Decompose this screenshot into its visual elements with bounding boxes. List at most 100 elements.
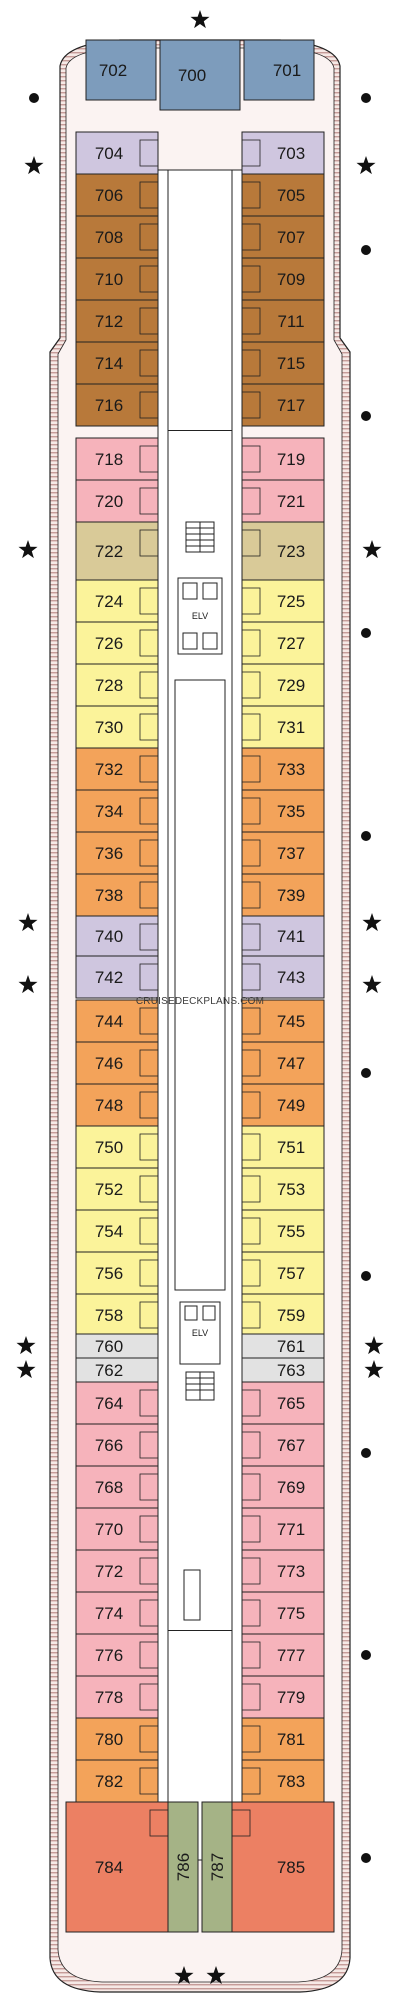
cabin-bathroom xyxy=(139,391,159,419)
cabin-776[interactable] xyxy=(75,1633,159,1677)
cabin-784[interactable] xyxy=(65,1801,169,1933)
cabin-726[interactable] xyxy=(75,621,159,665)
cabin-782[interactable] xyxy=(75,1759,159,1803)
corridor-divider xyxy=(168,1630,232,1631)
cabin-768[interactable] xyxy=(75,1465,159,1509)
cabin-774[interactable] xyxy=(75,1591,159,1635)
cabin-bathroom xyxy=(139,963,159,991)
cabin-787[interactable] xyxy=(201,1801,233,1933)
cabin-732[interactable] xyxy=(75,747,159,791)
cabin-747[interactable] xyxy=(241,1041,325,1085)
cabin-777[interactable] xyxy=(241,1633,325,1677)
cabin-702[interactable] xyxy=(85,39,157,101)
cabin-bathroom xyxy=(139,1683,159,1711)
cabin-bathroom xyxy=(139,587,159,615)
cabin-bathroom xyxy=(139,529,159,557)
cabin-754[interactable] xyxy=(75,1209,159,1253)
cabin-750[interactable] xyxy=(75,1125,159,1169)
elevator-label: ELV xyxy=(192,1328,208,1338)
cabin-745[interactable] xyxy=(241,999,325,1043)
cabin-764[interactable] xyxy=(75,1381,159,1425)
cabin-706[interactable] xyxy=(75,173,159,217)
cabin-number: 755 xyxy=(277,1222,305,1241)
corridor-room xyxy=(174,679,226,1291)
cabin-bathroom xyxy=(139,1389,159,1417)
cabin-number: 706 xyxy=(95,186,123,205)
cabin-710[interactable] xyxy=(75,257,159,301)
cabin-bathroom xyxy=(241,1431,261,1459)
cabin-779[interactable] xyxy=(241,1675,325,1719)
cabin-743[interactable] xyxy=(241,955,325,999)
cabin-736[interactable] xyxy=(75,831,159,875)
cabin-717[interactable] xyxy=(241,383,325,427)
cabin-785[interactable] xyxy=(231,1801,335,1933)
cabin-bathroom xyxy=(139,445,159,473)
cabin-701[interactable] xyxy=(243,39,315,101)
cabin-738[interactable] xyxy=(75,873,159,917)
cabin-bathroom xyxy=(241,1599,261,1627)
cabin-712[interactable] xyxy=(75,299,159,343)
cabin-number: 774 xyxy=(95,1604,123,1623)
cabin-783[interactable] xyxy=(241,1759,325,1803)
cabin-730[interactable] xyxy=(75,705,159,749)
cabin-737[interactable] xyxy=(241,831,325,875)
cabin-number: 761 xyxy=(277,1337,305,1356)
cabin-753[interactable] xyxy=(241,1167,325,1211)
cabin-773[interactable] xyxy=(241,1549,325,1593)
cabin-711[interactable] xyxy=(241,299,325,343)
cabin-bathroom xyxy=(241,1515,261,1543)
cabin-bathroom xyxy=(139,1301,159,1329)
dot-icon xyxy=(29,93,39,103)
cabin-746[interactable] xyxy=(75,1041,159,1085)
cabin-734[interactable] xyxy=(75,789,159,833)
cabin-bathroom xyxy=(241,1641,261,1669)
cabin-761[interactable] xyxy=(241,1333,325,1359)
cabin-766[interactable] xyxy=(75,1423,159,1467)
cabin-770[interactable] xyxy=(75,1507,159,1551)
cabin-705[interactable] xyxy=(241,173,325,217)
cabin-769[interactable] xyxy=(241,1465,325,1509)
cabin-767[interactable] xyxy=(241,1423,325,1467)
cabin-731[interactable] xyxy=(241,705,325,749)
cabin-709[interactable] xyxy=(241,257,325,301)
cabin-758[interactable] xyxy=(75,1293,159,1337)
cabin-727[interactable] xyxy=(241,621,325,665)
elevator-shaft xyxy=(184,1305,198,1321)
dot-icon xyxy=(361,1448,371,1458)
cabin-755[interactable] xyxy=(241,1209,325,1253)
star-icon xyxy=(362,975,382,994)
cabin-bathroom xyxy=(241,529,261,557)
cabin-718[interactable] xyxy=(75,437,159,481)
cabin-bathroom xyxy=(241,587,261,615)
dot-icon xyxy=(361,831,371,841)
cabin-bathroom xyxy=(139,349,159,377)
cabin-742[interactable] xyxy=(75,955,159,999)
cabin-714[interactable] xyxy=(75,341,159,385)
cabin-716[interactable] xyxy=(75,383,159,427)
cabin-739[interactable] xyxy=(241,873,325,917)
cabin-772[interactable] xyxy=(75,1549,159,1593)
cabin-number: 763 xyxy=(277,1361,305,1380)
cabin-707[interactable] xyxy=(241,215,325,259)
cabin-722[interactable] xyxy=(75,521,159,581)
cabin-number: 781 xyxy=(277,1730,305,1749)
cabin-756[interactable] xyxy=(75,1251,159,1295)
cabin-763[interactable] xyxy=(241,1357,325,1383)
cabin-728[interactable] xyxy=(75,663,159,707)
cabin-781[interactable] xyxy=(241,1717,325,1761)
cabin-700[interactable] xyxy=(159,39,241,111)
cabin-bathroom xyxy=(139,223,159,251)
cabin-number: 728 xyxy=(95,676,123,695)
cabin-bathroom xyxy=(241,349,261,377)
cabin-number: 702 xyxy=(99,61,127,80)
cabin-765[interactable] xyxy=(241,1381,325,1425)
cabin-724[interactable] xyxy=(75,579,159,623)
cabin-number: 707 xyxy=(277,228,305,247)
cabin-721[interactable] xyxy=(241,479,325,523)
cabin-703[interactable] xyxy=(241,131,325,175)
cabin-740[interactable] xyxy=(75,915,159,957)
cabin-bathroom xyxy=(241,1683,261,1711)
cabin-760[interactable] xyxy=(75,1333,159,1359)
cabin-729[interactable] xyxy=(241,663,325,707)
cabin-786[interactable] xyxy=(167,1801,199,1933)
